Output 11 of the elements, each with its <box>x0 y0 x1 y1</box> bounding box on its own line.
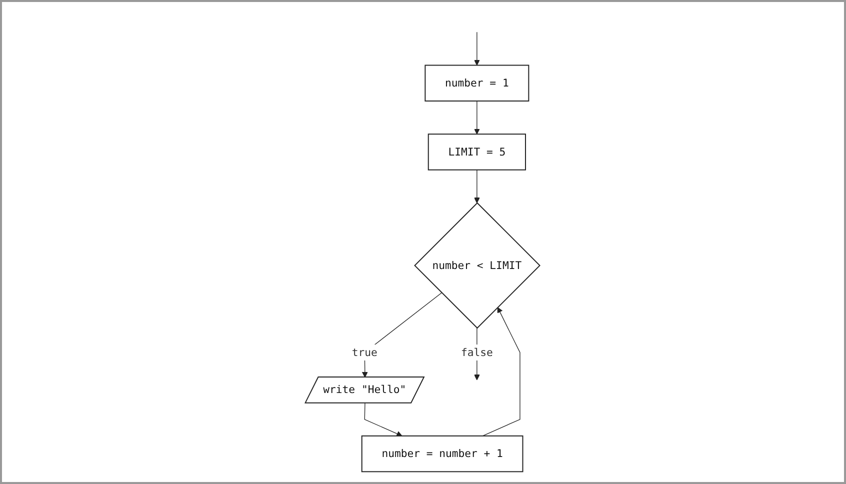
node-diamond: number < LIMIT <box>414 202 541 329</box>
node-box: LIMIT = 5 <box>428 134 526 170</box>
arrow <box>474 100 480 134</box>
edge-label: true <box>352 346 378 358</box>
node-box: number = 1 <box>425 64 530 102</box>
arrow <box>474 170 480 204</box>
arrow <box>364 402 403 436</box>
edge-label: false <box>461 346 494 358</box>
arrow <box>482 307 521 436</box>
node-box: number = number + 1 <box>362 435 524 472</box>
arrow <box>474 32 480 66</box>
